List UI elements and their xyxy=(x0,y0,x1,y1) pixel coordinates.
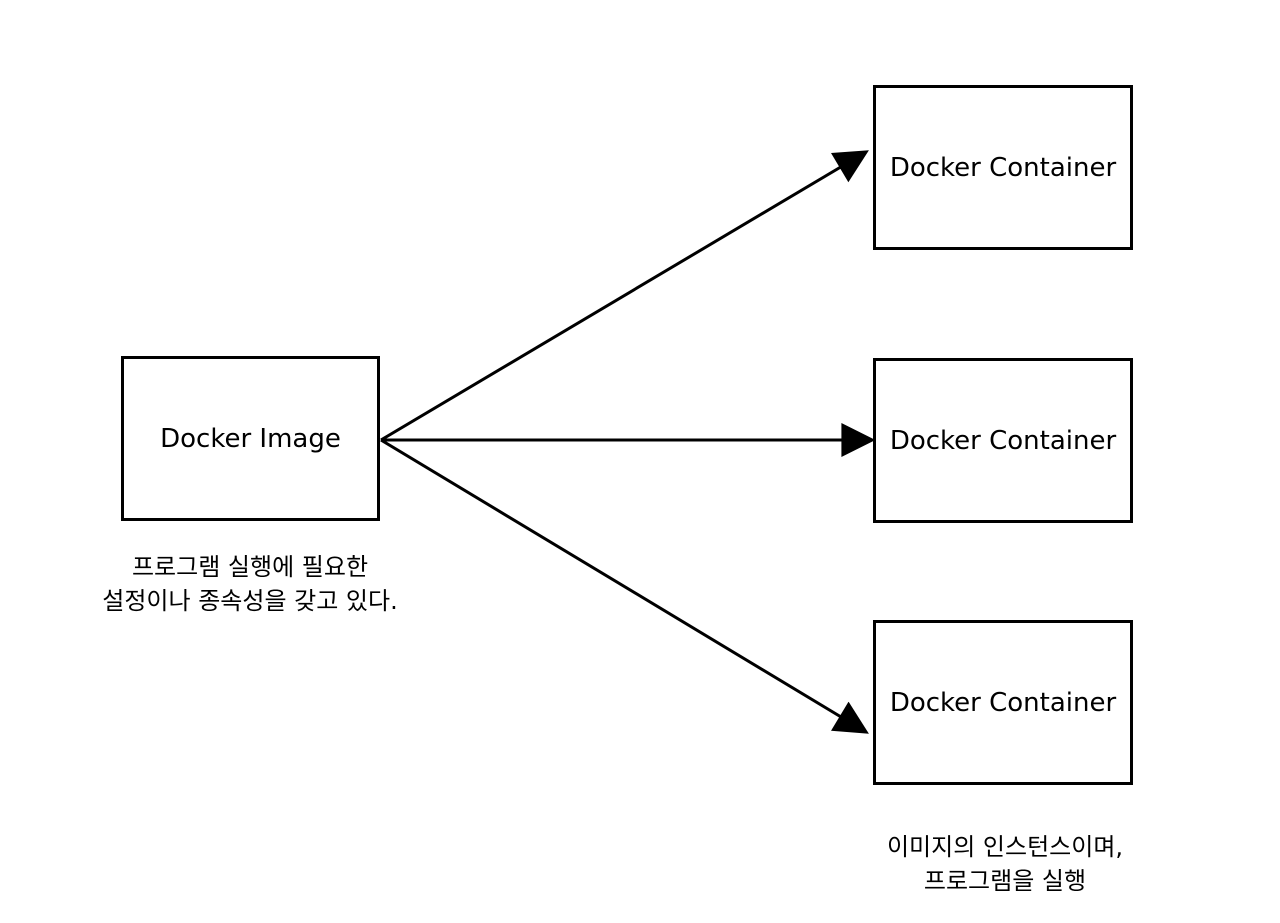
docker-container-node-2: Docker Container xyxy=(873,358,1133,523)
container-caption-line-1: 이미지의 인스턴스이며, xyxy=(886,833,1124,861)
docker-image-caption: 프로그램 실행에 필요한 설정이나 종속성을 갖고 있다. xyxy=(60,550,440,618)
docker-container-caption: 이미지의 인스턴스이며, 프로그램을 실행 xyxy=(800,830,1210,898)
docker-image-node: Docker Image xyxy=(121,356,380,521)
docker-container-label-2: Docker Container xyxy=(889,425,1117,456)
docker-image-label: Docker Image xyxy=(160,423,341,454)
docker-container-label-3: Docker Container xyxy=(889,687,1117,718)
docker-container-node-1: Docker Container xyxy=(873,85,1133,250)
docker-container-node-3: Docker Container xyxy=(873,620,1133,785)
arrow-to-container-3 xyxy=(380,438,869,734)
image-caption-line-2: 설정이나 종속성을 갖고 있다. xyxy=(102,587,398,615)
container-caption-line-2: 프로그램을 실행 xyxy=(923,867,1087,895)
image-caption-line-1: 프로그램 실행에 필요한 xyxy=(131,553,369,581)
docker-container-label-1: Docker Container xyxy=(889,152,1117,183)
arrow-to-container-1 xyxy=(380,150,869,442)
